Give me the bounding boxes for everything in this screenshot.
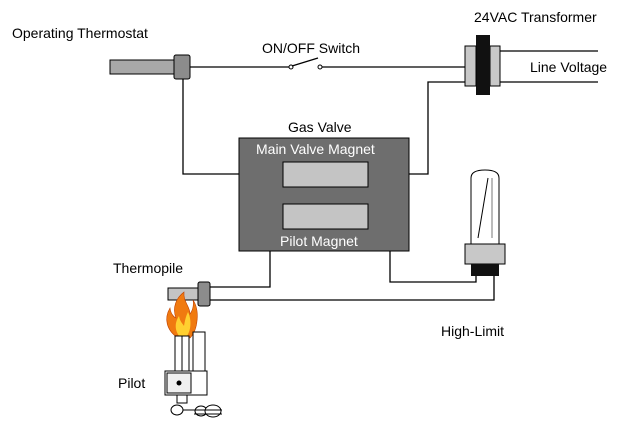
pilot-thermocouple-tube (192, 331, 206, 373)
main-valve-magnet (282, 161, 369, 188)
operating-thermostat (109, 54, 191, 80)
high-limit-label: High-Limit (441, 323, 504, 339)
pilot-assembly (164, 291, 222, 418)
high-limit-collar (464, 243, 506, 265)
thermopile-label: Thermopile (113, 260, 183, 276)
pilot-tube-right (204, 404, 222, 418)
pilot-orifice (176, 380, 182, 386)
switch-contact-right (317, 64, 323, 70)
gas-valve-body (238, 137, 410, 252)
gas-valve (238, 137, 410, 252)
transformer (464, 35, 501, 95)
thermopile (167, 281, 211, 307)
thermostat-bulb (109, 59, 179, 75)
pilot-magnet (282, 203, 369, 230)
pilot-label: Pilot (118, 375, 145, 391)
high-limit-glass-tube (470, 169, 500, 245)
pilot-tube-left (170, 404, 184, 416)
wire-thermopile-to-high-limit (210, 276, 495, 301)
switch-blade (291, 57, 319, 67)
high-limit-switch (464, 169, 506, 276)
thermostat-head (173, 54, 191, 80)
on-off-switch (288, 57, 323, 70)
transformer-secondary-winding (464, 45, 477, 87)
on-off-switch-label: ON/OFF Switch (262, 40, 360, 56)
operating-thermostat-label: Operating Thermostat (12, 25, 148, 41)
transformer-label: 24VAC Transformer (474, 9, 597, 25)
main-valve-magnet-label: Main Valve Magnet (256, 141, 375, 157)
thermopile-nut (197, 281, 211, 307)
transformer-core (476, 35, 490, 95)
pilot-fitting (176, 394, 188, 404)
gas-valve-label: Gas Valve (288, 119, 352, 135)
line-voltage-label: Line Voltage (530, 59, 607, 75)
transformer-primary-winding (489, 45, 501, 87)
pilot-magnet-label: Pilot Magnet (280, 233, 358, 249)
high-limit-element (477, 177, 489, 239)
high-limit-base (471, 264, 499, 276)
pilot-flame-core-icon (175, 312, 191, 337)
